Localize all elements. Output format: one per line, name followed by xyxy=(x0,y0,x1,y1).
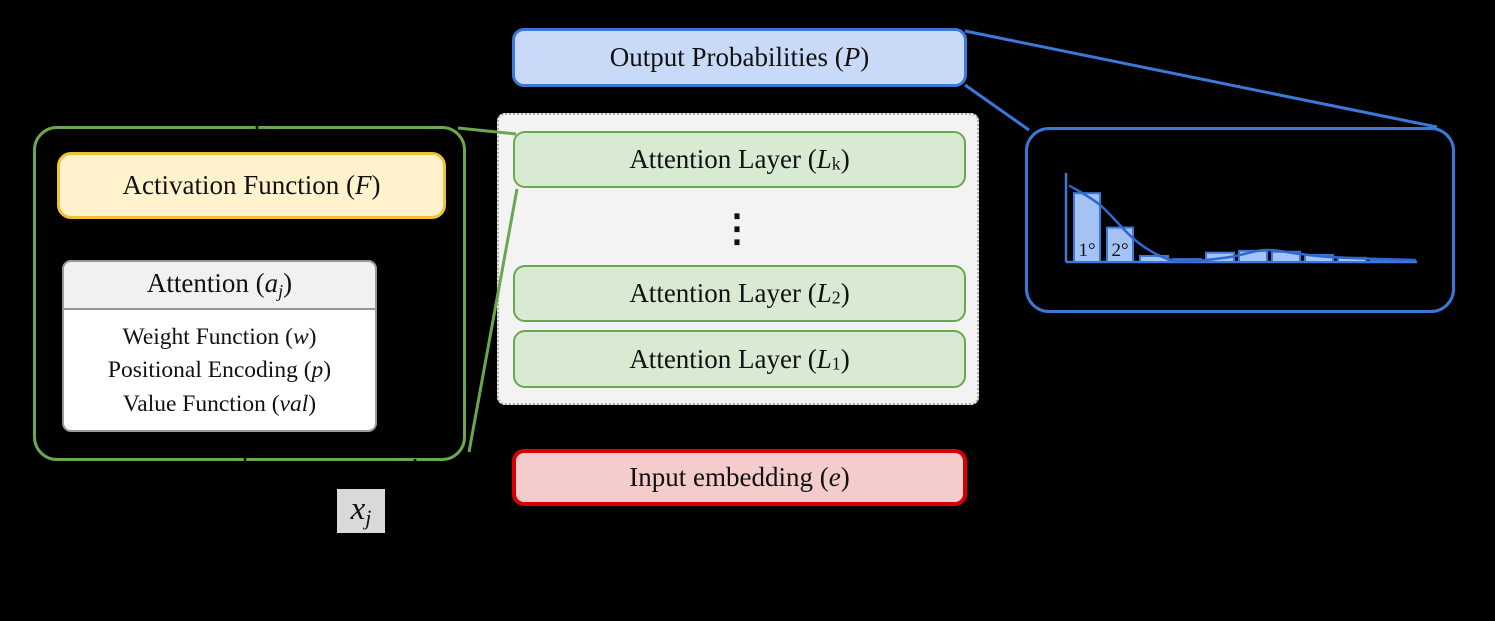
blue-callout-line-bottom xyxy=(964,83,1030,132)
chart-bar-1° xyxy=(1073,192,1101,263)
attention-layer-1-label: Attention Layer (L1) xyxy=(629,343,850,374)
output-probabilities-label: Output Probabilities (P) xyxy=(609,42,870,72)
ellipsis-glyph: ⋮ xyxy=(718,207,756,250)
xj-text: xj xyxy=(350,490,372,531)
blue-callout-line-top xyxy=(964,29,1438,129)
output-probabilities-box: Output Probabilities (P) xyxy=(512,28,967,87)
attention-layer-k-label: Attention Layer (Lk) xyxy=(629,144,850,174)
attention-layer-2-label: Attention Layer (L2) xyxy=(629,278,850,308)
chart-bar-label: 2° xyxy=(1111,240,1128,261)
chart-decay-curve xyxy=(1068,184,1417,263)
attention-header-label: Attention (aj) xyxy=(146,268,293,301)
attention-item-weight-function: Weight Function (w) xyxy=(122,323,317,350)
input-embedding-box: Input embedding (e) xyxy=(512,449,967,506)
attention-item-positional-encoding: Positional Encoding (p) xyxy=(107,357,332,384)
attention-layer-1-box: Attention Layer (L1) xyxy=(513,330,966,388)
attention-layer-2-box: Attention Layer (L2) xyxy=(513,265,966,322)
activation-function-box: Activation Function (F) xyxy=(57,152,446,219)
connector-ticks xyxy=(216,13,737,478)
green-callout-line-bottom xyxy=(467,188,519,453)
attention-layer-k-box: Attention Layer (Lk) xyxy=(513,131,966,188)
chart-bar-label: 1° xyxy=(1078,240,1095,261)
activation-function-label: Activation Function (F) xyxy=(122,170,381,200)
input-embedding-label: Input embedding (e) xyxy=(629,462,850,492)
chart-bar-2° xyxy=(1106,226,1134,263)
attention-detail-header: Attention (aj) xyxy=(62,260,377,310)
stack-ellipsis: ⋮ xyxy=(712,198,762,258)
degree-distribution-chart: 1° 2° xyxy=(1064,173,1417,264)
attention-detail-body: Weight Function (w) Positional Encoding … xyxy=(64,312,375,430)
attention-item-value-function: Value Function (val) xyxy=(122,390,317,417)
input-token-label: xj xyxy=(337,489,385,533)
attention-detail-callout-frame xyxy=(33,126,466,461)
probability-chart-callout-frame xyxy=(1025,127,1455,313)
green-callout-line-top xyxy=(457,126,517,136)
